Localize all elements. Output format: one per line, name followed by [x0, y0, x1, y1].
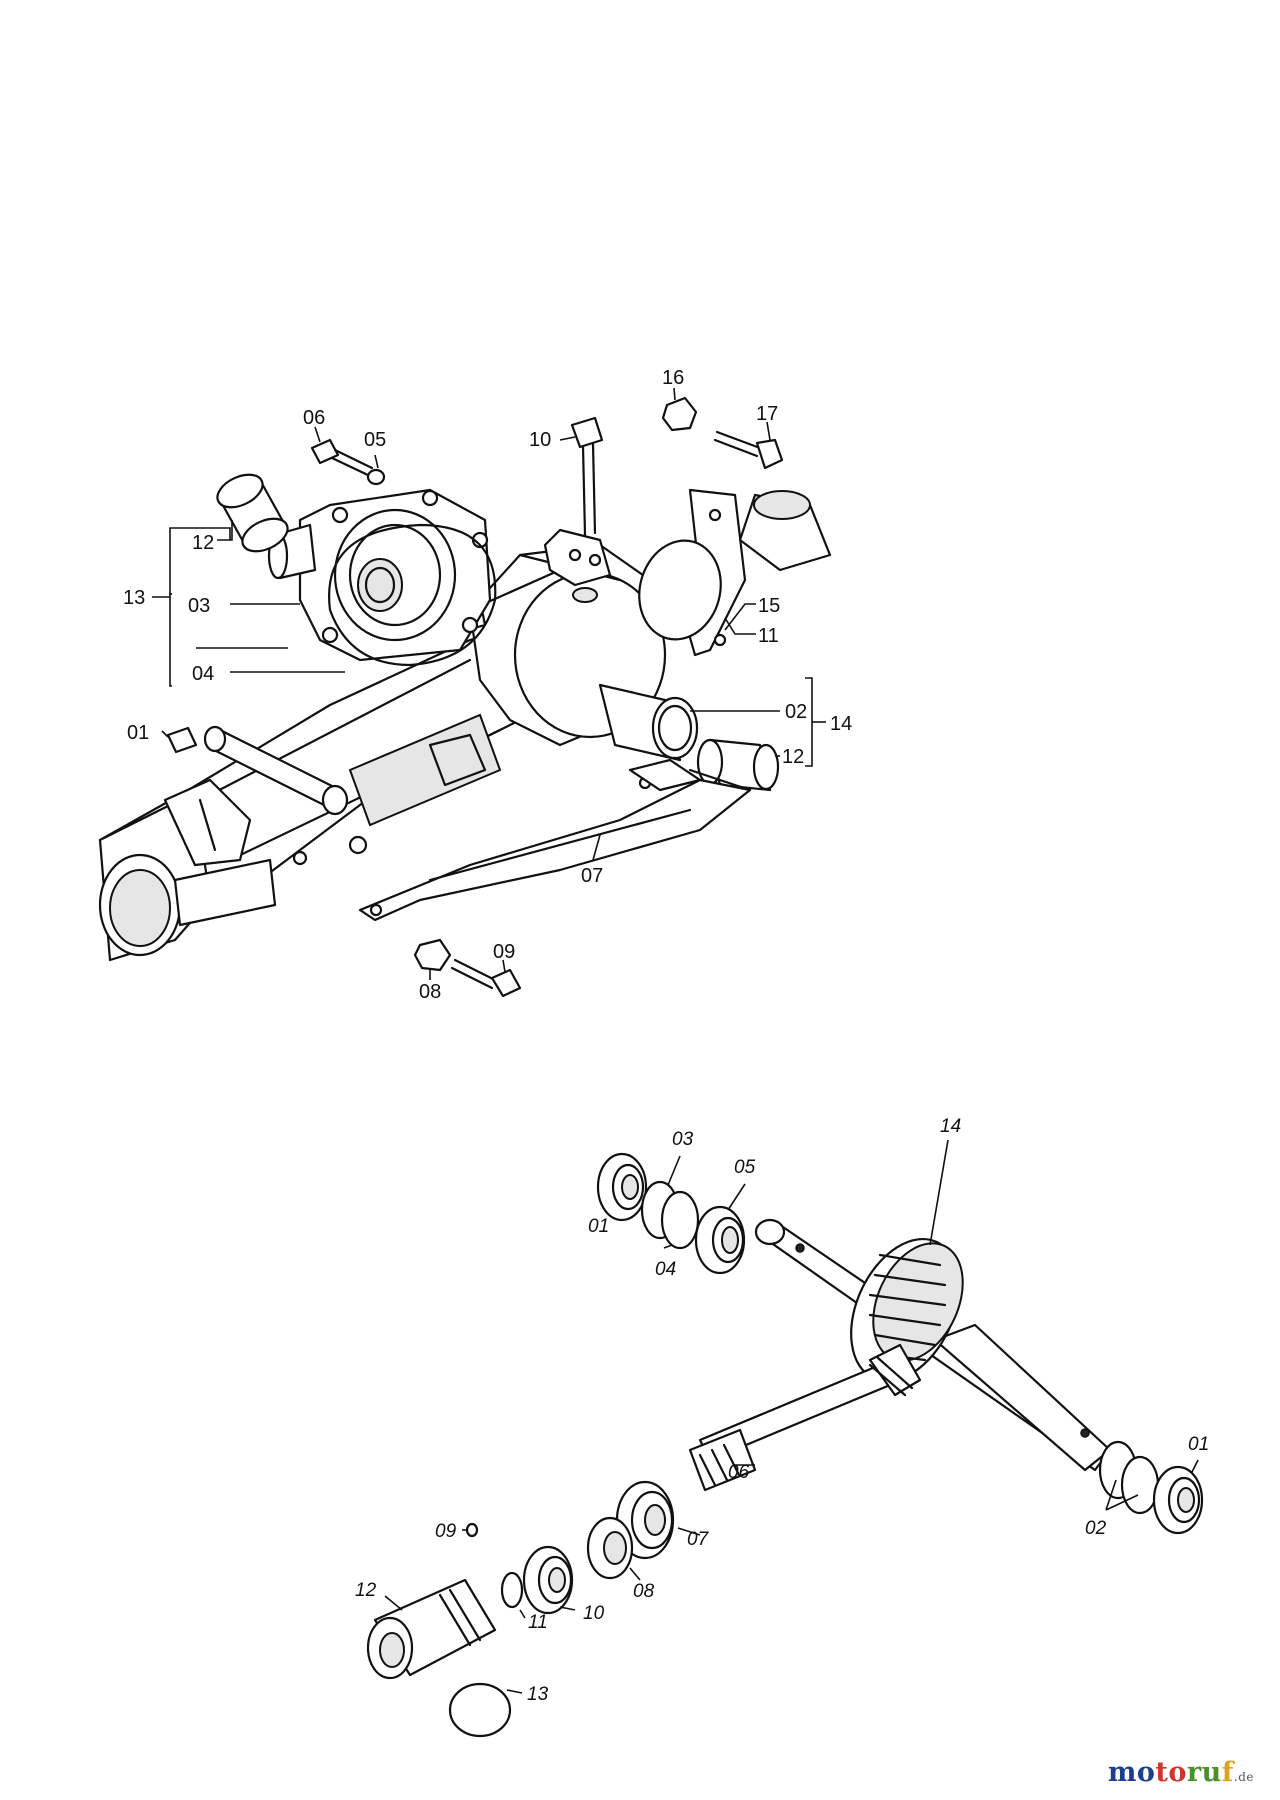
label-upper-11: 11: [758, 625, 779, 647]
bolt-17: [713, 430, 784, 470]
label-upper-12a: 12: [192, 532, 214, 554]
washer-05: [366, 468, 386, 486]
label-lower-11: 11: [528, 1612, 548, 1633]
label-upper-17: 17: [756, 403, 778, 425]
label-lower-06: 06: [728, 1462, 750, 1483]
upper-assembly: 01 02 03 04 05 06 07 08 09 10 11 12 12 1…: [98, 367, 852, 1003]
gasket: [328, 523, 497, 667]
upper-leader-lines: [152, 387, 826, 980]
motoruf-watermark-logo: motoruf.de: [1108, 1757, 1254, 1788]
label-lower-14: 14: [940, 1116, 961, 1137]
label-upper-07: 07: [581, 865, 603, 887]
label-upper-05: 05: [364, 429, 386, 451]
label-lower-12: 12: [355, 1580, 377, 1601]
bearing-10: [522, 1545, 574, 1615]
logo-part-1: mo: [1107, 1757, 1156, 1788]
bolt-09: [450, 958, 522, 998]
label-upper-13: 13: [123, 587, 145, 609]
seal-01-right: [1152, 1465, 1204, 1535]
label-lower-10: 10: [583, 1603, 605, 1624]
label-lower-08: 08: [633, 1581, 655, 1602]
label-lower-09: 09: [435, 1521, 457, 1542]
gear-head-housing: [453, 528, 699, 762]
pinion-shaft: [688, 1343, 922, 1492]
ring-11: [500, 1571, 524, 1609]
coupling-12: [366, 1578, 497, 1680]
label-lower-13: 13: [527, 1684, 549, 1705]
label-lower-01a: 01: [588, 1216, 609, 1237]
transmission-housing: [98, 623, 542, 962]
label-upper-04: 04: [192, 663, 214, 685]
label-upper-10: 10: [529, 429, 551, 451]
dipstick-10: [570, 416, 604, 537]
label-lower-04: 04: [655, 1259, 676, 1280]
label-upper-03: 03: [188, 595, 210, 617]
logo-part-3: ru: [1186, 1757, 1222, 1788]
label-lower-03: 03: [672, 1129, 694, 1150]
label-upper-14: 14: [830, 713, 852, 735]
label-upper-12b: 12: [782, 746, 804, 768]
lower-assembly: 01 01 02 03 04 05 06 07 08 09 10 11 12 1…: [355, 1116, 1209, 1738]
lower-leader-lines: [384, 1139, 1199, 1694]
pin-01: [166, 726, 198, 754]
bushing-right: [696, 738, 780, 792]
logo-suffix: .de: [1233, 1770, 1254, 1784]
label-lower-07: 07: [687, 1529, 710, 1550]
nut-08: [413, 938, 452, 972]
axle-shaft-14: [754, 1218, 1112, 1472]
flange-cover: [267, 488, 492, 662]
skid-plate-07: [358, 758, 752, 922]
label-upper-02: 02: [785, 701, 807, 723]
label-upper-16: 16: [662, 367, 684, 389]
pin-09: [465, 1522, 479, 1538]
bushing-upper: [216, 473, 289, 553]
bushing-08: [586, 1516, 634, 1580]
circlip-13: [448, 1682, 512, 1738]
label-lower-05: 05: [734, 1157, 756, 1178]
label-upper-08: 08: [419, 981, 441, 1003]
shim-02b: [1120, 1455, 1160, 1515]
label-upper-06: 06: [303, 407, 325, 429]
logo-part-4: f: [1221, 1757, 1234, 1788]
logo-part-2: to: [1155, 1757, 1187, 1788]
disc-11: [638, 539, 722, 641]
seal-01-left: [596, 1152, 648, 1222]
label-upper-09: 09: [493, 941, 515, 963]
bearing-05: [694, 1205, 746, 1275]
shim-04: [660, 1190, 700, 1250]
label-lower-02: 02: [1085, 1518, 1107, 1539]
label-upper-01: 01: [127, 722, 149, 744]
label-lower-01b: 01: [1188, 1434, 1209, 1455]
nut-16: [661, 396, 698, 432]
bolt-06: [310, 438, 374, 478]
label-upper-15: 15: [758, 595, 780, 617]
